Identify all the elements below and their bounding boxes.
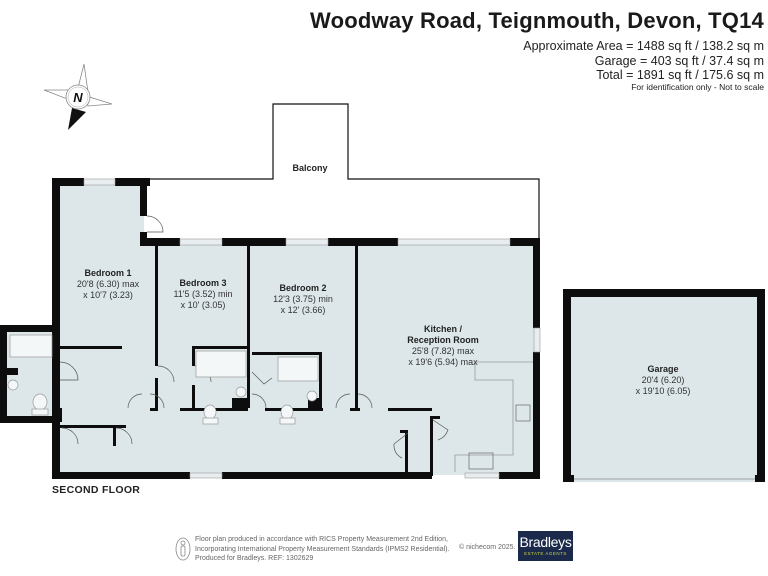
room-label-balcony: Balcony xyxy=(292,163,328,173)
garage-area: Garage = 403 sq ft / 37.4 sq m xyxy=(594,54,764,68)
room-label-kitchen-reception: Kitchen / Reception Room 25'8 (7.82) max… xyxy=(407,324,479,367)
property-title: Woodway Road, Teignmouth, Devon, TQ14 xyxy=(310,8,764,33)
floor-label: SECOND FLOOR xyxy=(52,484,141,496)
walls xyxy=(0,178,540,479)
person-info-icon xyxy=(175,537,191,561)
svg-text:N: N xyxy=(73,90,83,105)
total-area: Total = 1891 sq ft / 175.6 sq m xyxy=(596,68,764,82)
doors xyxy=(59,215,449,459)
kitchen-worktop xyxy=(454,361,533,472)
compass-north-icon: N xyxy=(43,63,113,130)
approximate-area: Approximate Area = 1488 sq ft / 138.2 sq… xyxy=(523,39,764,53)
bradleys-logo: Bradleys ESTATE AGENTS xyxy=(518,531,573,561)
room-label-bedroom-3: Bedroom 3 11'5 (3.52) min x 10' (3.05) xyxy=(173,278,233,310)
garage xyxy=(563,289,765,482)
footer-disclaimer: Floor plan produced in accordance with R… xyxy=(195,536,450,562)
room-label-garage: Garage 20'4 (6.20) x 19'10 (6.05) xyxy=(635,364,691,396)
windows xyxy=(83,178,541,479)
room-label-bedroom-2: Bedroom 2 12'3 (3.75) min x 12' (3.66) xyxy=(273,283,333,315)
copyright: © nichecom 2025. xyxy=(459,544,516,551)
balcony-outline xyxy=(148,103,540,240)
room-label-bedroom-1: Bedroom 1 20'8 (6.30) max x 10'7 (3.23) xyxy=(76,268,140,300)
sanitary xyxy=(7,334,319,425)
scale-note: For identification only - Not to scale xyxy=(631,82,764,92)
